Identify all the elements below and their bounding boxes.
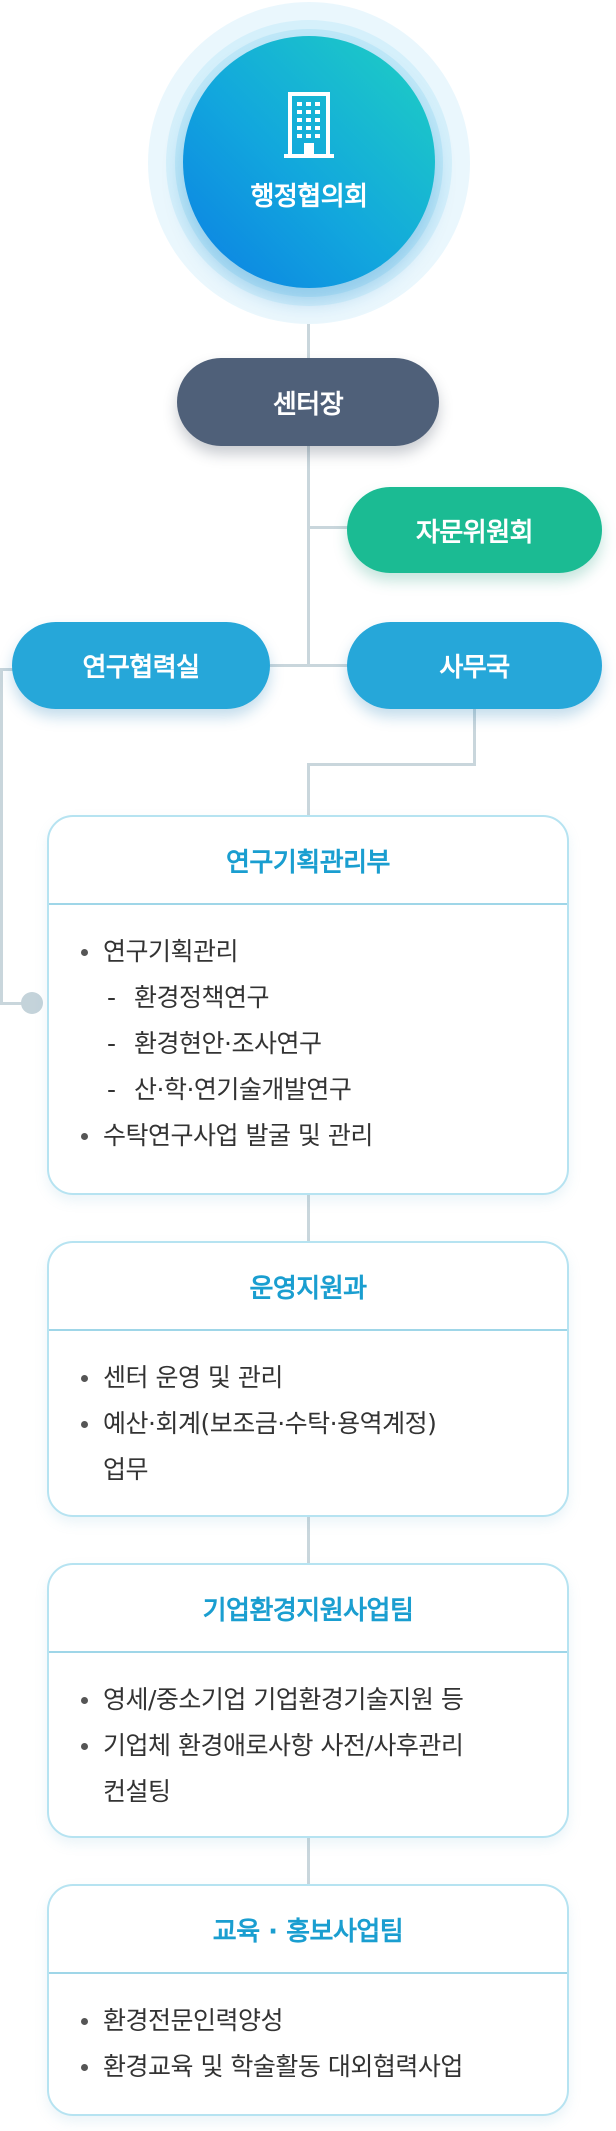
connector-secretariat-down [473, 708, 476, 766]
node-research-cooperation-office: 연구협력실 [12, 622, 270, 709]
dept-education-pr: 교육 · 홍보사업팀 환경전문인력양성 환경교육 및 학술활동 대외협력사업 [47, 1884, 569, 2116]
building-icon [282, 91, 336, 163]
top-node-administrative-council: 행정협의회 [183, 36, 435, 288]
dept-duties: 센터 운영 및 관리 예산·회계(보조금·수탁·용역계정) 업무 [49, 1331, 567, 1493]
connector-dot [21, 992, 43, 1014]
dept-title: 교육 · 홍보사업팀 [49, 1886, 567, 1974]
connector-dept1-dept2 [307, 1193, 310, 1243]
connector-main-vertical [307, 290, 310, 665]
connector-to-dept1 [307, 763, 310, 818]
node-secretariat: 사무국 [347, 622, 602, 709]
duty-item-continued: 컨설팅 [103, 1777, 171, 1806]
dept-duties: 환경전문인력양성 환경교육 및 학술활동 대외협력사업 [49, 1974, 567, 2090]
connector-dept2-dept3 [307, 1515, 310, 1565]
duty-item: 환경전문인력양성 [49, 1998, 567, 2044]
connector-research-office [270, 664, 352, 667]
dept-research-planning: 연구기획관리부 연구기획관리 -환경정책연구 -환경현안·조사연구 -산·학·연… [47, 815, 569, 1195]
connector-dept3-dept4 [307, 1836, 310, 1886]
dash: - [107, 1075, 116, 1104]
node-advisory-committee: 자문위원회 [347, 487, 602, 573]
dept-title: 기업환경지원사업팀 [49, 1565, 567, 1653]
duty-item: 센터 운영 및 관리 [49, 1355, 567, 1401]
connector-left-bottom [0, 1002, 25, 1005]
dept-duties: 영세/중소기업 기업환경기술지원 등 기업체 환경애로사항 사전/사후관리 컨설… [49, 1653, 567, 1815]
dash: - [107, 983, 116, 1012]
duty-item: 기업체 환경애로사항 사전/사후관리 [49, 1723, 567, 1769]
top-node-title: 행정협의회 [250, 182, 368, 212]
connector-left-vertical [0, 668, 3, 1005]
duty-item: 연구기획관리 [49, 929, 567, 975]
node-director: 센터장 [177, 358, 439, 446]
dept-title: 운영지원과 [49, 1243, 567, 1331]
dept-business-environment-support: 기업환경지원사업팀 영세/중소기업 기업환경기술지원 등 기업체 환경애로사항 … [47, 1563, 569, 1838]
dept-title: 연구기획관리부 [49, 817, 567, 905]
duty-item: 환경교육 및 학술활동 대외협력사업 [49, 2044, 567, 2090]
duty-item-continued: 업무 [103, 1455, 149, 1484]
duty-subitem: -산·학·연기술개발연구 [49, 1067, 567, 1113]
duty-subitem: -환경현안·조사연구 [49, 1021, 567, 1067]
dept-duties: 연구기획관리 -환경정책연구 -환경현안·조사연구 -산·학·연기술개발연구 수… [49, 905, 567, 1159]
dept-operations-support: 운영지원과 센터 운영 및 관리 예산·회계(보조금·수탁·용역계정) 업무 [47, 1241, 569, 1517]
duty-item: 수탁연구사업 발굴 및 관리 [49, 1113, 567, 1159]
duty-subitem-text: 산·학·연기술개발연구 [134, 1075, 352, 1104]
connector-secretariat-horizontal [307, 763, 476, 766]
duty-item: 영세/중소기업 기업환경기술지원 등 [49, 1677, 567, 1723]
connector-left-top [0, 668, 14, 671]
duty-item: 예산·회계(보조금·수탁·용역계정) [49, 1401, 567, 1447]
dash: - [107, 1029, 116, 1058]
duty-subitem: -환경정책연구 [49, 975, 567, 1021]
duty-subitem-text: 환경정책연구 [134, 983, 270, 1012]
connector-advisory [307, 526, 352, 529]
duty-subitem-text: 환경현안·조사연구 [134, 1029, 322, 1058]
